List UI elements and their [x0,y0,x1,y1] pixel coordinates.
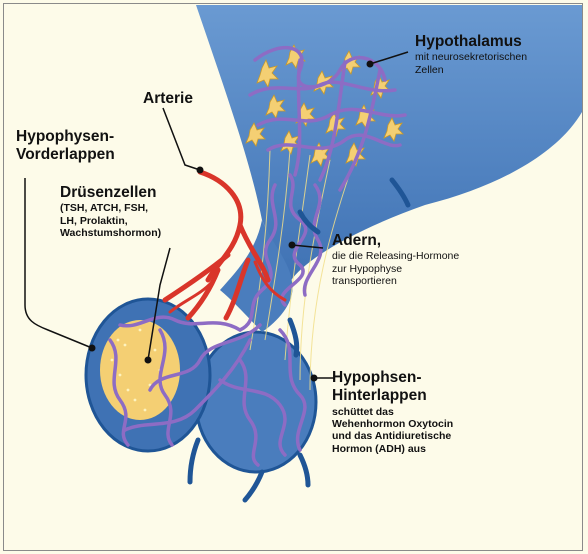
hinterlappen-title-2: Hinterlappen [332,387,453,405]
druesenzellen-line-3: Wachstumshormon) [60,227,161,239]
arterie-title: Arterie [143,90,193,108]
adern-desc-3: transportieren [332,275,459,287]
label-vorderlappen: Hypophysen- Vorderlappen [16,128,115,165]
druesenzellen-line-1: (TSH, ATCH, FSH, [60,202,161,214]
druesenzellen-line-2: LH, Prolaktin, [60,215,161,227]
hinterlappen-desc-1: schüttet das [332,406,453,418]
hypothalamus-desc-1: mit neurosekretorischen [415,51,527,63]
label-druesenzellen: Drüsenzellen (TSH, ATCH, FSH, LH, Prolak… [60,184,161,239]
hinterlappen-title-1: Hypophsen- [332,369,453,387]
adern-title: Adern, [332,232,459,250]
hypothalamus-desc-2: Zellen [415,64,527,76]
druesenzellen-title: Drüsenzellen [60,184,161,202]
hinterlappen-desc-2: Wehenhormon Oxytocin [332,418,453,430]
vorderlappen-line-2: Vorderlappen [16,146,115,164]
adern-desc-1: die die Releasing-Hormone [332,250,459,262]
adern-desc-2: zur Hypophyse [332,263,459,275]
gland-cells-area [100,320,180,420]
hinterlappen-desc-4: Hormon (ADH) aus [332,443,453,455]
hypothalamus-title: Hypothalamus [415,33,527,51]
label-arterie: Arterie [143,90,193,108]
label-adern: Adern, die die Releasing-Hormone zur Hyp… [332,232,459,287]
label-hinterlappen: Hypophsen- Hinterlappen schüttet das Weh… [332,369,453,455]
hinterlappen-desc-3: und das Antidiuretische [332,430,453,442]
label-hypothalamus: Hypothalamus mit neurosekretorischen Zel… [415,33,527,76]
vorderlappen-line-1: Hypophysen- [16,128,115,146]
